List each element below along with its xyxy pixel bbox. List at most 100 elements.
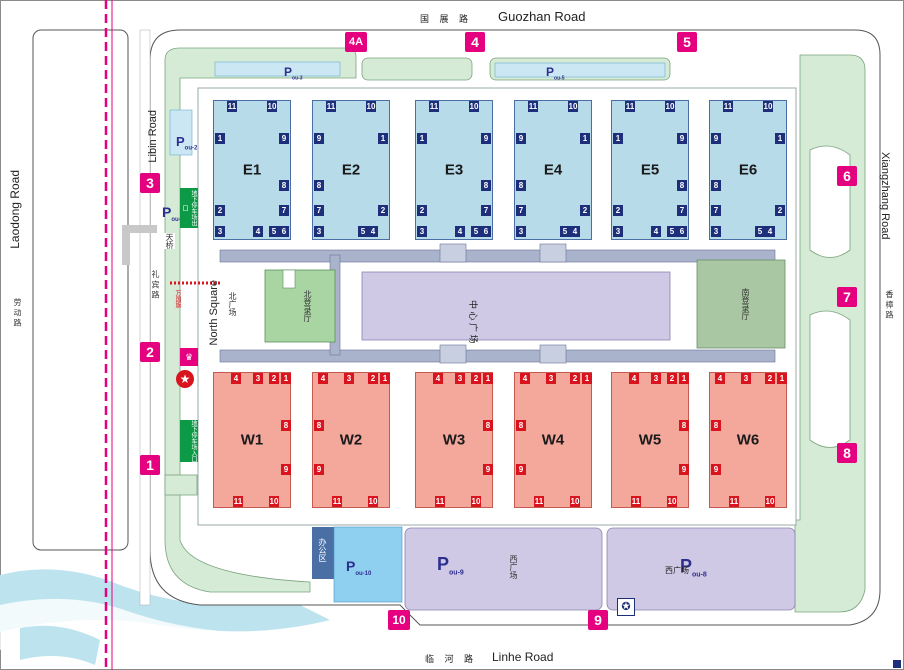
hall-door[interactable]: 4 <box>253 226 263 237</box>
hall-door[interactable]: 8 <box>314 420 324 431</box>
hall-e4[interactable]: E4 <box>514 100 592 240</box>
hall-door[interactable]: 9 <box>516 133 526 144</box>
hall-door[interactable]: 8 <box>483 420 493 431</box>
hall-door[interactable]: 3 <box>314 226 324 237</box>
gate-10[interactable]: 10 <box>388 610 410 630</box>
hall-door[interactable]: 2 <box>580 205 590 216</box>
hall-door[interactable]: 6 <box>677 226 687 237</box>
hall-door[interactable]: 8 <box>281 420 291 431</box>
hall-door[interactable]: 4 <box>231 373 241 384</box>
hall-door[interactable]: 2 <box>269 373 279 384</box>
gate-4[interactable]: 4 <box>465 32 485 52</box>
hall-door[interactable]: 10 <box>665 101 675 112</box>
hall-door[interactable]: 2 <box>613 205 623 216</box>
hall-door[interactable]: 1 <box>281 373 291 384</box>
hall-door[interactable]: 4 <box>318 373 328 384</box>
hall-door[interactable]: 10 <box>763 101 773 112</box>
hall-e3[interactable]: E3 <box>415 100 493 240</box>
hall-door[interactable]: 10 <box>568 101 578 112</box>
hall-door[interactable]: 4 <box>570 226 580 237</box>
hall-door[interactable]: 11 <box>233 496 243 507</box>
hall-door[interactable]: 2 <box>765 373 775 384</box>
hall-door[interactable]: 3 <box>711 226 721 237</box>
parking-ou-9[interactable]: Pou-9 <box>437 554 464 577</box>
hall-door[interactable]: 9 <box>711 464 721 475</box>
hall-door[interactable]: 4 <box>433 373 443 384</box>
hall-door[interactable]: 11 <box>534 496 544 507</box>
gate-8[interactable]: 8 <box>837 443 857 463</box>
hall-door[interactable]: 5 <box>358 226 368 237</box>
hall-e6[interactable]: E6 <box>709 100 787 240</box>
hall-door[interactable]: 9 <box>516 464 526 475</box>
gate-6[interactable]: 6 <box>837 166 857 186</box>
hall-door[interactable]: 4 <box>455 226 465 237</box>
hall-w1[interactable]: W1 <box>213 372 291 508</box>
gate-1[interactable]: 1 <box>140 455 160 475</box>
gate-4a[interactable]: 4A <box>345 32 367 52</box>
hall-door[interactable]: 7 <box>314 205 324 216</box>
hall-door[interactable]: 2 <box>570 373 580 384</box>
hall-door[interactable]: 4 <box>765 226 775 237</box>
hall-door[interactable]: 11 <box>332 496 342 507</box>
hall-door[interactable]: 2 <box>775 205 785 216</box>
hall-door[interactable]: 4 <box>520 373 530 384</box>
hall-door[interactable]: 9 <box>677 133 687 144</box>
hall-door[interactable]: 8 <box>481 180 491 191</box>
gate-9[interactable]: 9 <box>588 610 608 630</box>
hall-door[interactable]: 4 <box>368 226 378 237</box>
parking-ou-5[interactable]: Pou-5 <box>546 65 565 82</box>
hall-door[interactable]: 5 <box>269 226 279 237</box>
hall-door[interactable]: 8 <box>711 180 721 191</box>
hall-door[interactable]: 10 <box>765 496 775 507</box>
hall-door[interactable]: 3 <box>741 373 751 384</box>
hall-door[interactable]: 1 <box>417 133 427 144</box>
hall-door[interactable]: 1 <box>775 133 785 144</box>
hall-door[interactable]: 9 <box>481 133 491 144</box>
hall-w5[interactable]: W5 <box>611 372 689 508</box>
hall-door[interactable]: 9 <box>314 133 324 144</box>
hall-door[interactable]: 5 <box>560 226 570 237</box>
hall-e2[interactable]: E2 <box>312 100 390 240</box>
hall-door[interactable]: 10 <box>469 101 479 112</box>
hall-door[interactable]: 2 <box>368 373 378 384</box>
hall-door[interactable]: 3 <box>344 373 354 384</box>
hall-w6[interactable]: W6 <box>709 372 787 508</box>
hall-door[interactable]: 2 <box>378 205 388 216</box>
hall-door[interactable]: 3 <box>651 373 661 384</box>
hall-door[interactable]: 9 <box>281 464 291 475</box>
hall-e1[interactable]: E1 <box>213 100 291 240</box>
hall-door[interactable]: 4 <box>715 373 725 384</box>
hall-door[interactable]: 5 <box>471 226 481 237</box>
hall-door[interactable]: 8 <box>677 180 687 191</box>
hall-door[interactable]: 8 <box>711 420 721 431</box>
hall-door[interactable]: 7 <box>481 205 491 216</box>
hall-door[interactable]: 9 <box>483 464 493 475</box>
parking-ou-8[interactable]: Pou-8 <box>680 556 707 579</box>
hall-door[interactable]: 2 <box>667 373 677 384</box>
hall-door[interactable]: 3 <box>613 226 623 237</box>
hall-door[interactable]: 1 <box>378 133 388 144</box>
hall-door[interactable]: 1 <box>483 373 493 384</box>
gate-3[interactable]: 3 <box>140 173 160 193</box>
hall-w4[interactable]: W4 <box>514 372 592 508</box>
hall-door[interactable]: 6 <box>279 226 289 237</box>
hall-door[interactable]: 6 <box>481 226 491 237</box>
hall-door[interactable]: 8 <box>516 420 526 431</box>
hall-door[interactable]: 5 <box>667 226 677 237</box>
gate-2[interactable]: 2 <box>140 342 160 362</box>
hall-door[interactable]: 3 <box>516 226 526 237</box>
hall-door[interactable]: 1 <box>215 133 225 144</box>
hall-door[interactable]: 1 <box>613 133 623 144</box>
hall-door[interactable]: 10 <box>667 496 677 507</box>
hall-door[interactable]: 10 <box>471 496 481 507</box>
parking-ou-3[interactable]: Pou-3 <box>284 65 303 82</box>
hall-door[interactable]: 3 <box>546 373 556 384</box>
hall-door[interactable]: 10 <box>366 101 376 112</box>
hall-door[interactable]: 1 <box>582 373 592 384</box>
hall-door[interactable]: 5 <box>755 226 765 237</box>
hall-door[interactable]: 8 <box>314 180 324 191</box>
hall-door[interactable]: 11 <box>429 101 439 112</box>
hall-door[interactable]: 2 <box>215 205 225 216</box>
gate-5[interactable]: 5 <box>677 32 697 52</box>
hall-door[interactable]: 1 <box>580 133 590 144</box>
